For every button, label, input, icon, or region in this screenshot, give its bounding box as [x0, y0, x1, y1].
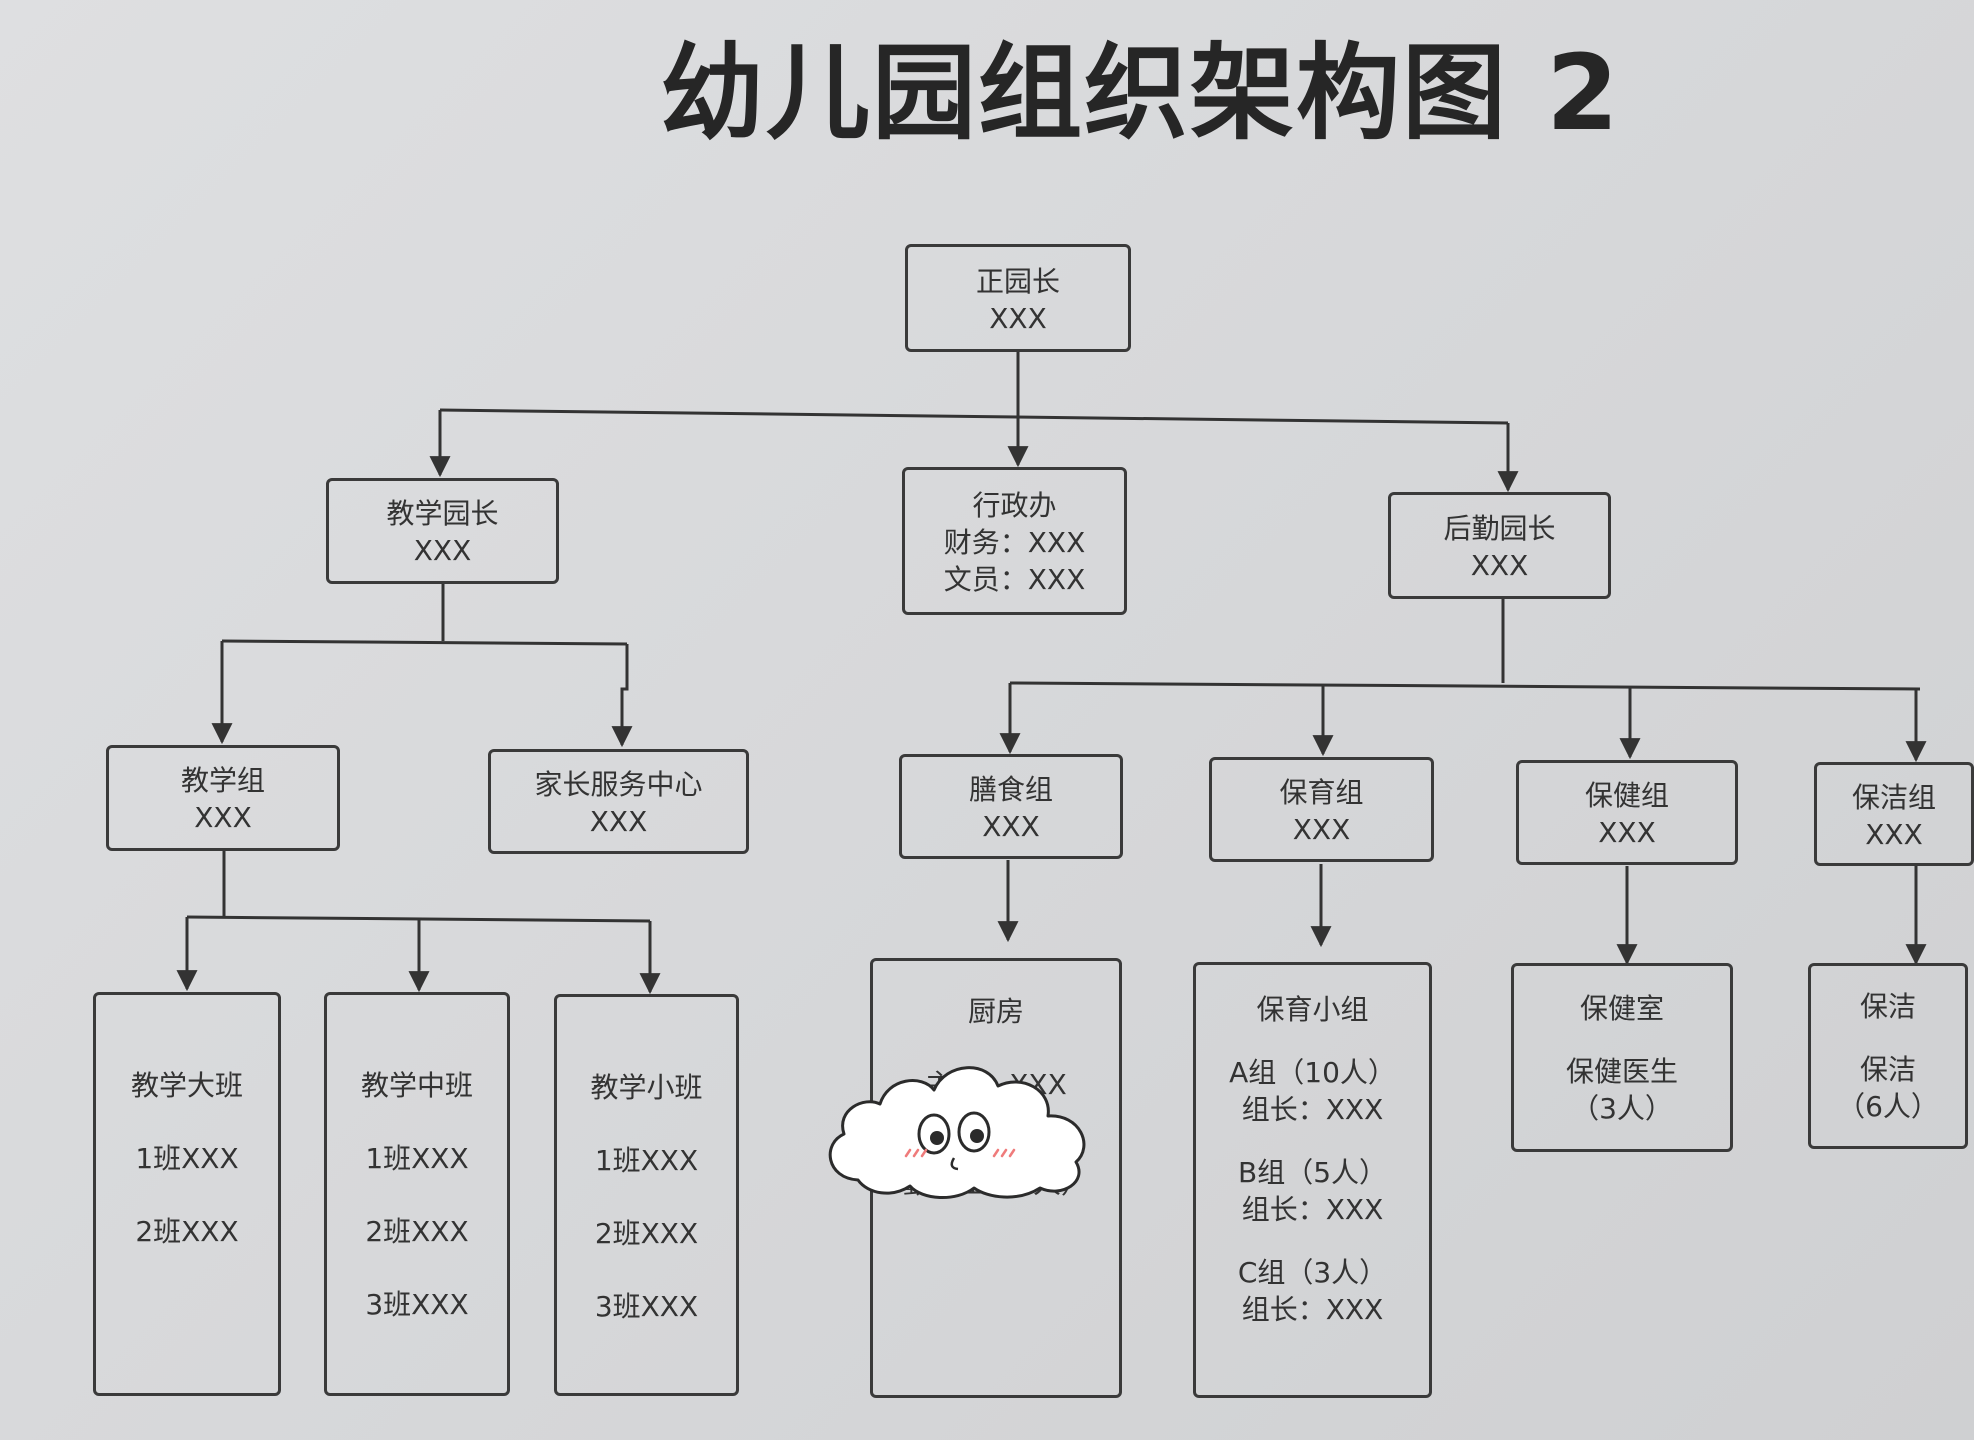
clinic-box: 保健室 保健医生 （3人）: [1511, 963, 1733, 1152]
middle-class-item: 1班XXX: [365, 1142, 469, 1175]
junior-class-box: 教学小班 1班XXX 2班XXX 3班XXX: [554, 994, 739, 1396]
admin-office-role: 行政办: [972, 489, 1057, 522]
care-subgroup-title: 保育小组: [1256, 993, 1369, 1026]
link-principal-bar: [439, 408, 1509, 425]
admin-finance: 财务：XXX: [943, 526, 1086, 559]
parent-service-name: XXX: [589, 805, 648, 838]
teaching-group-box: 教学组 XXX: [106, 745, 340, 851]
logistics-principal-box: 后勤园长 XXX: [1388, 492, 1611, 599]
cleaning-room-title: 保洁: [1859, 990, 1916, 1023]
clinic-count: （3人）: [1571, 1092, 1673, 1125]
parent-service-box: 家长服务中心 XXX: [488, 749, 749, 854]
teaching-principal-role: 教学园长: [386, 497, 499, 530]
junior-class-item: 2班XXX: [594, 1217, 699, 1250]
health-group-name: XXX: [1598, 816, 1656, 849]
middle-class-item: 3班XXX: [365, 1288, 469, 1321]
senior-class-item: 1班XXX: [135, 1142, 239, 1175]
middle-class-title: 教学中班: [360, 1069, 473, 1102]
admin-office-box: 行政办 财务：XXX 文员：XXX: [902, 467, 1127, 615]
admin-clerk: 文员：XXX: [943, 563, 1086, 596]
teaching-group-name: XXX: [194, 801, 252, 834]
cleaning-group-box: 保洁组 XXX: [1814, 762, 1974, 866]
care-group-role: 保育组: [1279, 776, 1364, 809]
health-group-box: 保健组 XXX: [1516, 760, 1738, 865]
cleaning-room-box: 保洁 保洁 （6人）: [1808, 963, 1968, 1149]
link-to-parent-service: [611, 644, 633, 748]
catering-group-role: 膳食组: [968, 773, 1053, 806]
health-group-role: 保健组: [1584, 779, 1669, 812]
principal-box: 正园长 XXX: [905, 244, 1131, 352]
link-logistics-bar: [1009, 681, 1921, 691]
care-group-b-label: B组（5人）: [1237, 1156, 1388, 1189]
cleaning-group-name: XXX: [1865, 818, 1923, 851]
junior-class-title: 教学小班: [590, 1071, 703, 1104]
teaching-principal-name: XXX: [413, 534, 472, 567]
care-group-a-label: A组（10人）: [1229, 1056, 1396, 1089]
connector-lines: [176, 352, 1927, 995]
middle-class-item: 2班XXX: [365, 1215, 469, 1248]
kitchen-title: 厨房: [967, 995, 1024, 1028]
care-group-b-leader: 组长：XXX: [1241, 1193, 1384, 1226]
teaching-group-role: 教学组: [180, 764, 265, 797]
page-title: 幼儿园组织架构图 2: [660, 32, 1621, 154]
care-group-c-leader: 组长：XXX: [1241, 1293, 1384, 1326]
senior-class-item: 2班XXX: [135, 1215, 239, 1248]
link-teaching-bar: [221, 639, 628, 646]
principal-name: XXX: [989, 302, 1047, 335]
care-group-a-leader: 组长：XXX: [1241, 1093, 1384, 1126]
care-group-c-label: C组（3人）: [1237, 1256, 1388, 1289]
logistics-principal-role: 后勤园长: [1443, 512, 1556, 545]
care-subgroup-box: 保育小组 A组（10人） 组长：XXX B组（5人） 组长：XXX C组（3人）…: [1193, 962, 1432, 1398]
junior-class-item: 1班XXX: [594, 1144, 699, 1177]
clinic-doctor: 保健医生: [1565, 1055, 1678, 1088]
principal-role: 正园长: [975, 265, 1060, 298]
logistics-principal-name: XXX: [1470, 549, 1529, 582]
senior-class-box: 教学大班 1班XXX 2班XXX: [93, 992, 281, 1396]
junior-class-item: 3班XXX: [594, 1290, 699, 1323]
cleaning-group-role: 保洁组: [1851, 781, 1936, 814]
care-group-name: XXX: [1292, 813, 1351, 846]
cleaning-room-line1: 保洁: [1859, 1053, 1916, 1086]
mouth: [950, 1157, 959, 1171]
middle-class-box: 教学中班 1班XXX 2班XXX 3班XXX: [324, 992, 510, 1396]
cloud-shape: [828, 1066, 1086, 1200]
org-chart-page: 幼儿园组织架构图 2: [93, 32, 1974, 1398]
care-group-box: 保育组 XXX: [1209, 757, 1434, 862]
clinic-title: 保健室: [1579, 992, 1664, 1025]
senior-class-title: 教学大班: [130, 1069, 243, 1102]
cleaning-room-count: （6人）: [1837, 1090, 1939, 1123]
catering-group-box: 膳食组 XXX: [899, 754, 1123, 859]
catering-group-name: XXX: [982, 810, 1040, 843]
parent-service-role: 家长服务中心: [534, 768, 703, 801]
teaching-principal-box: 教学园长 XXX: [326, 478, 559, 584]
cloud-face-sticker: [828, 1066, 1086, 1200]
